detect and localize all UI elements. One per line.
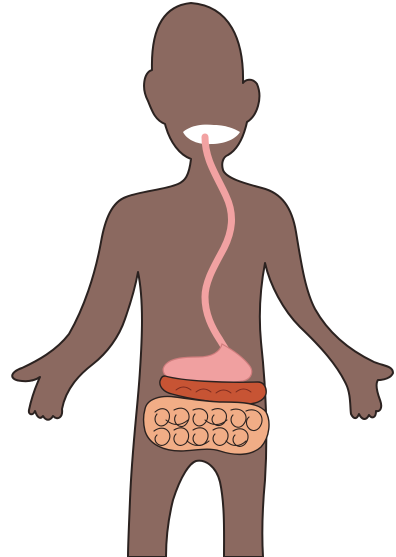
body-silhouette bbox=[12, 3, 393, 557]
